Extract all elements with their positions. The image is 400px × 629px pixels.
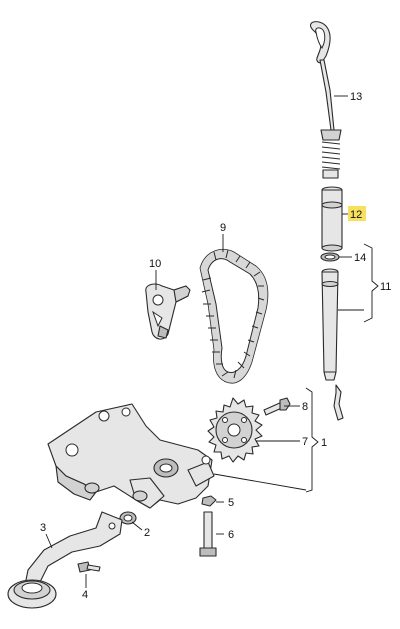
callout-7: 7 <box>302 436 308 448</box>
long-bolt <box>199 511 217 557</box>
callout-2: 2 <box>144 527 150 539</box>
dipstick <box>309 21 342 141</box>
callout-13: 13 <box>350 91 362 103</box>
callout-12: 12 <box>350 209 362 221</box>
callout-10: 10 <box>149 258 161 270</box>
callout-1: 1 <box>321 437 327 449</box>
callout-14: 14 <box>354 252 366 264</box>
callout-11: 11 <box>380 281 391 293</box>
oil-pump-housing <box>47 403 215 509</box>
callout-4: 4 <box>82 589 88 601</box>
callout-highlight <box>348 206 366 221</box>
callout-6: 6 <box>228 529 234 541</box>
sprocket <box>207 397 263 463</box>
guide-tube-upper <box>321 186 343 252</box>
chain-tensioner <box>145 283 191 340</box>
suction-pipe <box>7 511 123 609</box>
sprocket-bolt <box>263 397 291 416</box>
gasket <box>119 511 137 525</box>
dipstick-spring <box>321 141 341 179</box>
clip <box>201 495 217 507</box>
callout-8: 8 <box>302 401 308 413</box>
small-bolt <box>77 561 101 573</box>
drive-chain <box>199 249 269 384</box>
callout-3: 3 <box>40 522 46 534</box>
callout-9: 9 <box>220 222 226 234</box>
callout-5: 5 <box>228 497 234 509</box>
o-ring <box>320 252 340 262</box>
leader-lines <box>45 95 379 588</box>
guide-tube-lower <box>321 268 344 421</box>
callout-labels: 13 12 14 11 9 10 8 7 1 5 6 2 3 4 <box>40 91 391 601</box>
